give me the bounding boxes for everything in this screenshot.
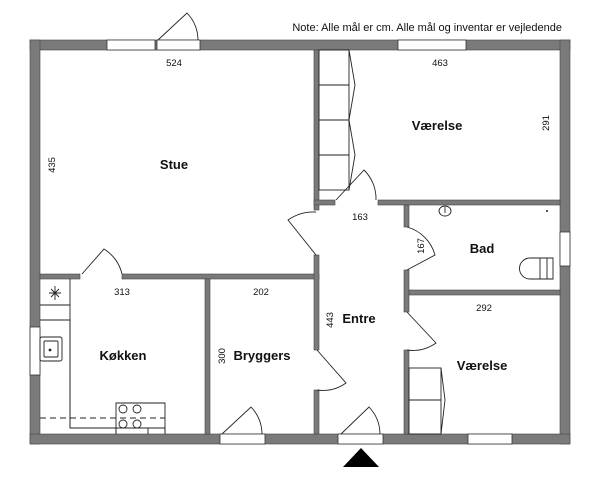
- dim-entre-depth: 443: [325, 312, 336, 328]
- dim-stue-width: 524: [166, 58, 182, 69]
- door-entre-outside: [337, 433, 384, 445]
- toilet: [519, 257, 541, 280]
- window-kokken: [29, 326, 41, 376]
- dim-stue-depth: 435: [47, 157, 58, 173]
- labels: Stue 524 435 Værelse 463 291 163 Bad 167…: [47, 58, 552, 373]
- furniture: [39, 49, 554, 435]
- dim-kokken-width: 313: [114, 287, 130, 298]
- room-kokken: Køkken: [100, 348, 147, 363]
- window-stue: [106, 39, 156, 51]
- dim-vaerelse-1-width: 463: [432, 58, 448, 69]
- room-entre: Entre: [342, 311, 375, 326]
- window-bad: [559, 231, 571, 267]
- disclaimer-note: Note: Alle mål er cm. Alle mål og invent…: [292, 22, 562, 34]
- room-vaerelse-2: Værelse: [457, 358, 508, 373]
- bathroom-sink: [438, 205, 452, 217]
- door-bryggers-outside: [219, 433, 266, 445]
- dim-bryggers-width: 202: [253, 287, 269, 298]
- hob-ring: [118, 404, 128, 414]
- door-swings: [81, 12, 437, 435]
- dim-bryggers-depth: 300: [217, 348, 228, 364]
- dim-vaerelse-2-width: 292: [476, 303, 492, 314]
- wardrobe-2: [408, 367, 442, 435]
- fridge-symbol: [40, 286, 70, 306]
- room-bad: Bad: [470, 241, 495, 256]
- kitchen-sink: [39, 336, 63, 362]
- dim-bad-depth: 167: [416, 238, 427, 254]
- room-stue: Stue: [160, 157, 188, 172]
- room-bryggers: Bryggers: [233, 348, 290, 363]
- door-stue-outside: [156, 39, 201, 51]
- room-vaerelse-1: Værelse: [412, 118, 463, 133]
- entrance-arrow-icon: [343, 448, 379, 467]
- dim-vaerelse-1-depth: 291: [541, 115, 552, 131]
- window-vaerelse-1: [397, 39, 467, 51]
- window-vaerelse-2: [467, 433, 513, 445]
- windows: [29, 39, 571, 445]
- dim-gang-width: 163: [352, 212, 368, 223]
